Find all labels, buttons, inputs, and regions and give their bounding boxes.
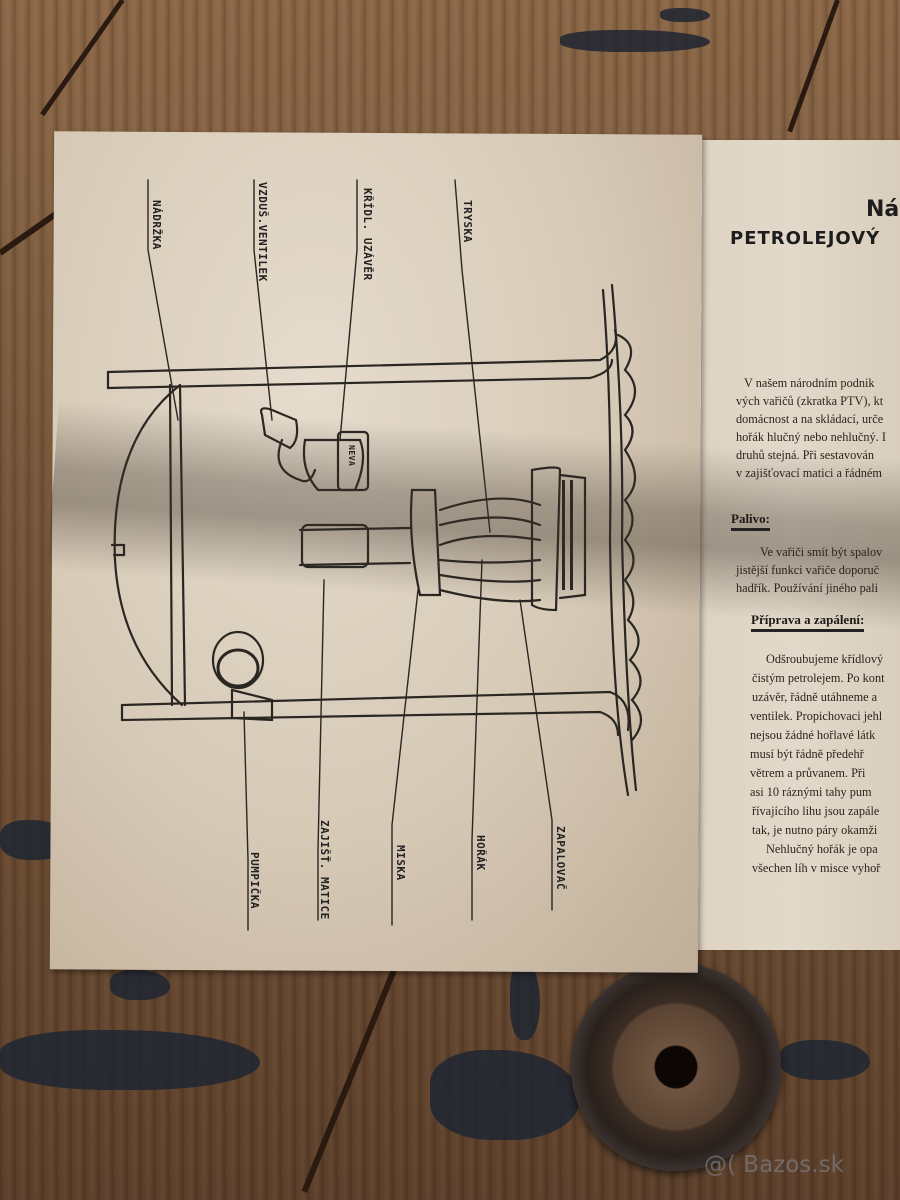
paint-stain	[560, 30, 710, 52]
label-zajist-matice: ZAJIŠŤ. MATICE	[318, 820, 331, 920]
text-line: Nehlučný hořák je opa	[766, 842, 878, 856]
text-line: druhů stejná. Při sestavován	[736, 448, 874, 462]
label-pumpicka: PUMPIČKA	[248, 852, 261, 909]
text-line: větrem a průvanem. Při	[750, 766, 866, 780]
paint-stain	[510, 960, 540, 1040]
label-zapalovac: ZAPALOVAČ	[554, 826, 567, 891]
label-vzdus-ventilek: VZDUŠ.VENTILEK	[256, 182, 269, 282]
leaflet-title-line2: PETROLEJOVÝ	[730, 228, 881, 249]
paint-stain	[430, 1050, 580, 1140]
text-line: všechen líh v misce vyhoř	[752, 861, 881, 875]
text-line: řívajícího lihu jsou zapále	[752, 804, 880, 818]
text-line: tak, je nutno páry okamži	[752, 823, 878, 837]
label-kridl-uzaver: KŘÍDL. UZÁVĚR	[361, 188, 374, 281]
leaflet-title-line1: Ná	[866, 197, 900, 222]
paint-stain	[660, 8, 710, 22]
text-line: V našem národním podnik	[744, 376, 875, 390]
text-line: uzávěr, řádně utáhneme a	[752, 690, 878, 704]
paint-stain	[0, 1030, 260, 1090]
paint-stain	[110, 970, 170, 1000]
text-line: nejsou žádné hořlavé látk	[750, 728, 876, 742]
section-heading-priprava: Příprava a zapálení:	[751, 612, 865, 632]
bazos-watermark: @( Bazos.sk	[704, 1152, 844, 1178]
text-line: vých vařičů (zkratka PTV), kt	[736, 394, 884, 408]
paint-stain	[780, 1040, 870, 1080]
text-line: musí být řádně předehř	[750, 747, 864, 761]
label-tryska: TRYSKA	[461, 200, 474, 243]
label-miska: MISKA	[394, 845, 407, 881]
text-line: hadřík. Používání jiného pali	[736, 581, 879, 595]
text-line: domácnost a na skládací, urče	[736, 412, 884, 426]
label-horak: HOŘÁK	[474, 835, 487, 871]
text-line: asi 10 ráznými tahy pum	[750, 785, 872, 799]
text-line: v zajišťovací matici a řádném	[736, 466, 882, 480]
text-line: Ve vařiči smít být spalov	[760, 545, 883, 559]
text-line: Odšroubujeme křídlový	[766, 652, 884, 666]
leaflet-right-panel	[672, 140, 900, 950]
text-line: ventilek. Propichovaci jehl	[750, 709, 883, 723]
neva-brand-label: NEVA	[347, 445, 356, 467]
wooden-ring-object	[571, 963, 781, 1171]
text-line: jistější funkci vařiče doporuč	[736, 563, 880, 577]
text-line: hořák hlučný nebo nehlučný. I	[736, 430, 886, 444]
label-nadrzka: NÁDRŽKA	[150, 200, 163, 250]
text-line: čistým petrolejem. Po kont	[752, 671, 885, 685]
section-heading-palivo: Palivo:	[731, 511, 770, 531]
